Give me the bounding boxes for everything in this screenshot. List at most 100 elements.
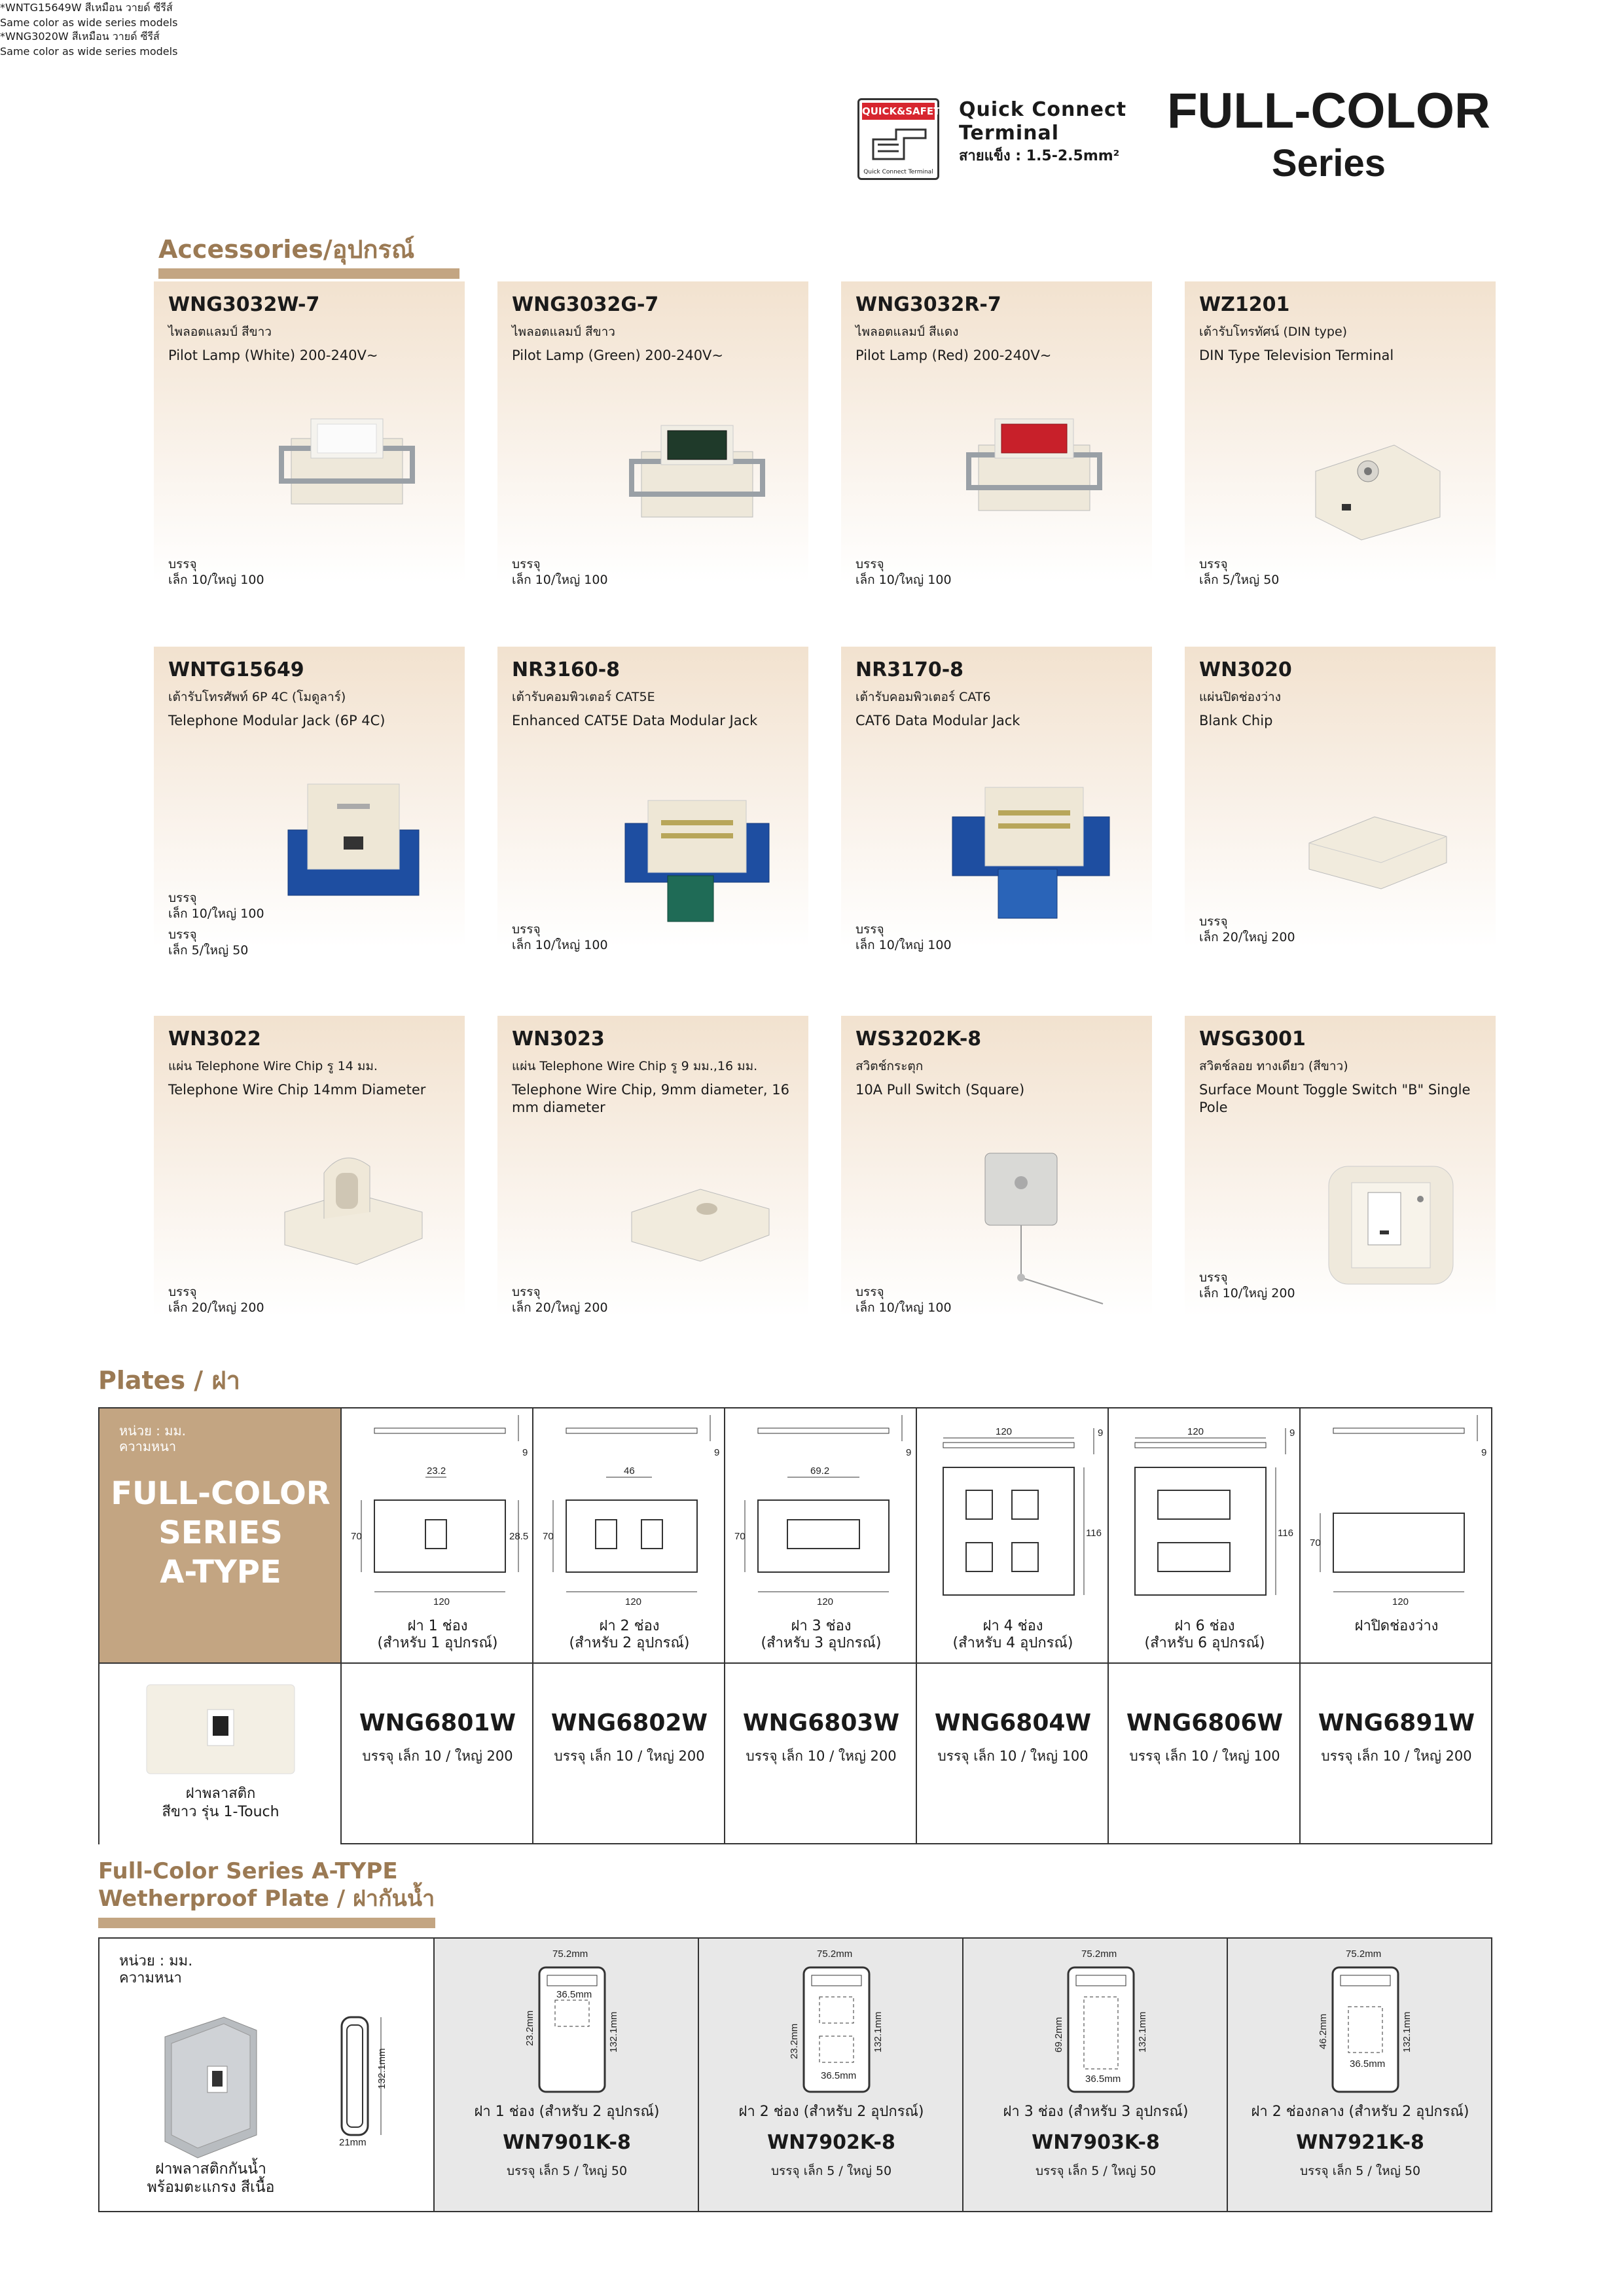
caption-line2: (สำหรับ 2 อุปกรณ์) bbox=[569, 1635, 690, 1651]
wntg15649-note: *WNTG15649W สีเหมือน วายด์ ซีรีส์ Same c… bbox=[0, 0, 1620, 29]
plate-drawing: 46 120 70 9 bbox=[543, 1415, 719, 1607]
accessory-card-nr3170: NR3170-8 เต้ารับคอมพิวเตอร์ CAT6 CAT6 Da… bbox=[841, 647, 1152, 952]
wp-model: WN7902K-8 bbox=[767, 2131, 895, 2154]
pack-info: บรรจุ เล็ก 20/ใหญ่ 200 bbox=[512, 1284, 608, 1316]
dim-width-label: 75.2mm bbox=[1346, 1948, 1381, 1960]
note-line2: Same color as wide series models bbox=[0, 16, 178, 29]
dim-thickness-label: 9 bbox=[522, 1447, 528, 1458]
dim-height-label: 116 bbox=[1086, 1528, 1102, 1539]
dim-height-label: 132.1mm bbox=[608, 2011, 619, 2053]
dim-height-label: 70 bbox=[351, 1531, 362, 1542]
plate-model: WNG6804W bbox=[934, 1710, 1092, 1736]
wp-model: WN7901K-8 bbox=[503, 2131, 631, 2154]
quick-safety-logo: QUICK&SAFETY Quick Connect Terminal bbox=[857, 98, 947, 180]
surface-toggle-switch-image bbox=[1328, 1166, 1454, 1285]
pack-label: บรรจุ bbox=[1199, 914, 1228, 929]
plate-diagram: 23.2 120 70 28.5 9 ฝา 1 ช่อง (สำหรับ 1 อ… bbox=[342, 1408, 533, 1664]
plate-label1: ฝาพลาสติก bbox=[185, 1785, 256, 1802]
wire-size-text: สายแข็ง : 1.5-2.5mm² bbox=[959, 148, 1120, 164]
plate-sample-label: ฝาพลาสติก สีขาว รุ่น 1-Touch bbox=[99, 1785, 342, 1821]
pack-value: เล็ก 10/ใหญ่ 100 bbox=[512, 938, 608, 952]
plates-table: หน่วย : มม. ความหนา FULL-COLOR SERIES A-… bbox=[98, 1407, 1492, 1844]
pack-info: บรรจุ เล็ก 20/ใหญ่ 200 bbox=[168, 1284, 264, 1316]
plate-pack: บรรจุ เล็ก 10 / ใหญ่ 200 bbox=[746, 1748, 897, 1764]
product-name-en: Pilot Lamp (Green) 200-240V~ bbox=[512, 348, 724, 363]
pack-value: เล็ก 10/ใหญ่ 100 bbox=[168, 906, 264, 921]
accessory-card-wntg15649: WNTG15649 เต้ารับโทรศัพท์ 6P 4C (โมดูลาร… bbox=[154, 647, 465, 958]
dim-top-label: 46 bbox=[624, 1465, 635, 1477]
pack-label: บรรจุ bbox=[512, 922, 541, 937]
caption-line1: ฝาปิดช่องว่าง bbox=[1354, 1618, 1439, 1634]
plate-caption: ฝา 4 ช่อง (สำหรับ 4 อุปกรณ์) bbox=[917, 1618, 1109, 1652]
plate-caption: ฝาปิดช่องว่าง bbox=[1301, 1618, 1492, 1635]
wetherproof-drawing: 75.2mm 36.5mm 23.2mm 132.1mm bbox=[526, 1948, 619, 2093]
pack-info: บรรจุ เล็ก 10/ใหญ่ 100 bbox=[168, 890, 264, 922]
wp-caption: ฝา 3 ช่อง (สำหรับ 3 อุปกรณ์) bbox=[1003, 2104, 1189, 2120]
logo-top-text: QUICK&SAFETY bbox=[862, 103, 947, 120]
series-title: FULL-COLOR bbox=[1167, 83, 1490, 139]
note-line1: *WNTG15649W สีเหมือน วายด์ ซีรีส์ bbox=[0, 1, 173, 14]
quick-connect-title: Quick Connect Terminal bbox=[959, 98, 1126, 145]
series-line1: FULL-COLOR bbox=[111, 1475, 331, 1512]
product-name-en: Enhanced CAT5E Data Modular Jack bbox=[512, 713, 758, 728]
wp-model: WN7903K-8 bbox=[1032, 2131, 1160, 2154]
accessory-card-wng3032g: WNG3032G-7 ไพลอตแลมป์ สีขาว Pilot Lamp (… bbox=[497, 281, 808, 587]
plate-model: WNG6891W bbox=[1318, 1710, 1475, 1736]
series-subtitle: Series bbox=[1271, 142, 1386, 185]
product-name-th: เต้ารับโทรทัศน์ (DIN type) bbox=[1199, 325, 1348, 339]
accessories-heading-bar bbox=[158, 268, 459, 279]
accessory-card-wn3022: WN3022 แผ่น Telephone Wire Chip รู 14 มม… bbox=[154, 1016, 465, 1317]
series-line2: SERIES bbox=[158, 1515, 283, 1551]
caption-line2: (สำหรับ 1 อุปกรณ์) bbox=[377, 1635, 498, 1651]
product-code: WN3023 bbox=[512, 1028, 605, 1050]
dim-a-label: 36.5mm bbox=[1085, 2073, 1121, 2085]
product-name-en: DIN Type Television Terminal bbox=[1199, 348, 1394, 363]
dim-b-label: 23.2mm bbox=[526, 2011, 535, 2046]
plate-diagram: 69.2 120 70 9 ฝา 3 ช่อง (สำหรับ 3 อุปกรณ… bbox=[725, 1408, 917, 1664]
plate-column-wng6803w: 69.2 120 70 9 ฝา 3 ช่อง (สำหรับ 3 อุปกรณ… bbox=[725, 1408, 917, 1844]
plate-column-wng6891w: 120 70 9 ฝาปิดช่องว่าง WNG6891W บรรจุ เล… bbox=[1301, 1408, 1492, 1844]
caption-line2: (สำหรับ 4 อุปกรณ์) bbox=[952, 1635, 1073, 1651]
wetherproof-drawing: 75.2mm 36.5mm 23.2mm 132.1mm bbox=[791, 1948, 884, 2093]
plate-pack: บรรจุ เล็ก 10 / ใหญ่ 100 bbox=[1129, 1748, 1280, 1764]
dim-top-label: 69.2 bbox=[810, 1465, 829, 1477]
plate-diagram: 46 120 70 9 ฝา 2 ช่อง (สำหรับ 2 อุปกรณ์) bbox=[533, 1408, 725, 1664]
wp-pack: บรรจุ เล็ก 5 / ใหญ่ 50 bbox=[1035, 2164, 1157, 2178]
plate-drawing: 120 116 9 bbox=[943, 1426, 1103, 1596]
product-name-en: CAT6 Data Modular Jack bbox=[855, 713, 1020, 728]
quick-connect-icon bbox=[872, 128, 927, 160]
wetherproof-drawing: 75.2mm 36.5mm 46.2mm 132.1mm bbox=[1320, 1948, 1413, 2093]
dim-height-label: 132.1mm bbox=[873, 2011, 884, 2053]
pack-info: บรรจุ เล็ก 10/ใหญ่ 100 bbox=[855, 1284, 952, 1316]
pack-value: เล็ก 10/ใหญ่ 100 bbox=[168, 573, 264, 587]
side-depth-label: 21mm bbox=[339, 2137, 367, 2148]
dim-width-label: 120 bbox=[625, 1596, 641, 1607]
pack-value: เล็ก 5/ใหญ่ 50 bbox=[1199, 573, 1280, 587]
pack-value: เล็ก 20/ใหญ่ 200 bbox=[168, 1300, 264, 1315]
pack-label: บรรจุ bbox=[168, 927, 197, 942]
wetherproof-heading-line1: Full-Color Series A-TYPE bbox=[98, 1858, 398, 1884]
unit-line1: หน่วย : มม. bbox=[119, 1423, 186, 1439]
plate-column-wng6802w: 46 120 70 9 ฝา 2 ช่อง (สำหรับ 2 อุปกรณ์)… bbox=[533, 1408, 725, 1844]
plate-diagram: 120 116 9 ฝา 4 ช่อง (สำหรับ 4 อุปกรณ์) bbox=[917, 1408, 1109, 1664]
caption-line1: ฝา 2 ช่อง bbox=[599, 1618, 660, 1634]
product-name-th: เต้ารับคอมพิวเตอร์ CAT6 bbox=[855, 690, 991, 704]
wn3020-note: *WNG3020W สีเหมือน วายด์ ซีรีส์ Same col… bbox=[0, 29, 1620, 58]
caption-line1: ฝา 6 ช่อง bbox=[1174, 1618, 1235, 1634]
wp-caption: ฝา 1 ช่อง (สำหรับ 2 อุปกรณ์) bbox=[474, 2104, 660, 2120]
wetherproof-table: หน่วย : มม. ความหนา 132.1mm 21mm ฝาพลาสต… bbox=[98, 1937, 1492, 2212]
logo-bottom-text: Quick Connect Terminal bbox=[863, 169, 933, 175]
wetherproof-heading-bar bbox=[98, 1918, 435, 1928]
dim-width-label: 120 bbox=[1187, 1426, 1204, 1437]
product-code: WSG3001 bbox=[1199, 1028, 1306, 1050]
dim-width-label: 75.2mm bbox=[552, 1948, 588, 1960]
dim-thickness-label: 9 bbox=[906, 1447, 911, 1458]
product-name-en: 10A Pull Switch (Square) bbox=[855, 1082, 1025, 1098]
wp-label2: พร้อมตะแกรง สีเนื้อ bbox=[147, 2179, 275, 2196]
wetherproof-sample-label: ฝาพลาสติกกันน้ำ พร้อมตะแกรง สีเนื้อ bbox=[113, 2160, 309, 2197]
product-name-th: ไพลอตแลมป์ สีขาว bbox=[168, 325, 272, 339]
wp-caption: ฝา 2 ช่องกลาง (สำหรับ 2 อุปกรณ์) bbox=[1251, 2104, 1469, 2120]
product-code: NR3170-8 bbox=[855, 658, 964, 681]
caption-line1: ฝา 3 ช่อง bbox=[791, 1618, 852, 1634]
pack-value: เล็ก 10/ใหญ่ 100 bbox=[855, 1300, 952, 1315]
